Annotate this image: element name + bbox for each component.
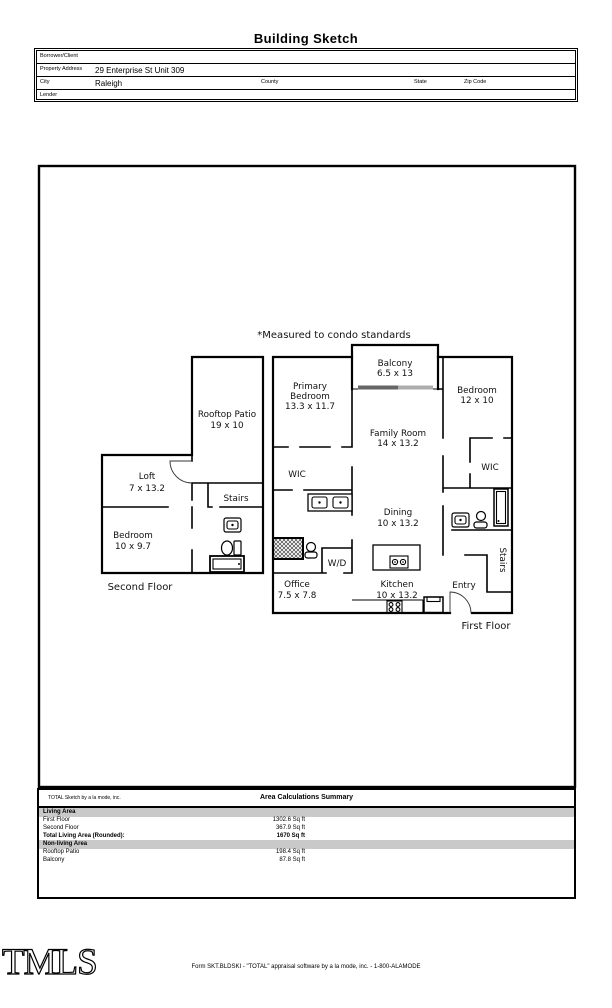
- room-dims-office: 7.5 x 7.8: [278, 591, 317, 601]
- zip-label: Zip Code: [464, 79, 487, 85]
- area-calculations-table: TOTAL Sketch by a la mode, inc. Area Cal…: [37, 788, 576, 899]
- tmls-watermark: TMLS: [1, 941, 98, 983]
- room-dims-balcony: 6.5 x 13: [377, 369, 413, 379]
- row-value-balcony: 87.8 Sq ft: [279, 857, 305, 864]
- property-address-value: 29 Enterprise St Unit 309: [95, 65, 185, 75]
- borrower-label: Borrower/Client: [40, 53, 78, 59]
- kitchen-island-icon: [372, 544, 421, 571]
- property-address-label: Property Address: [40, 66, 83, 72]
- room-dims-bedroom-right: 12 x 10: [460, 396, 494, 406]
- row-label-first-floor: First Floor: [43, 817, 70, 823]
- room-label-rooftop-patio: Rooftop Patio: [198, 410, 256, 420]
- refrigerator-icon: [423, 596, 444, 614]
- room-label-office: Office: [284, 580, 310, 590]
- page-title: Building Sketch: [253, 31, 359, 46]
- room-label-primary-bedroom: Primary: [293, 382, 327, 392]
- area-table-header: TOTAL Sketch by a la mode, inc. Area Cal…: [39, 790, 574, 808]
- first-floor-interior-walls-left: [272, 388, 353, 574]
- row-value-second-floor: 367.9 Sq ft: [275, 824, 305, 831]
- non-living-area-header-label: Non-living Area: [43, 841, 88, 848]
- shower-stall-icon: [493, 488, 509, 527]
- second-floor-interior-walls: [101, 454, 264, 574]
- kitchen-counter-line: [352, 599, 424, 613]
- table-row-total: Total Living Area (Rounded): 1670 Sq ft: [39, 833, 574, 841]
- first-floor-outline: [271, 355, 514, 615]
- county-label: County: [261, 79, 279, 85]
- room-label-entry: Entry: [452, 581, 475, 591]
- sketch-border: [37, 164, 577, 789]
- shower-icon: [272, 537, 304, 560]
- row-label-rooftop-patio: Rooftop Patio: [43, 849, 80, 856]
- balcony-walls: [350, 343, 440, 391]
- room-label-bedroom-second: Bedroom: [113, 531, 153, 541]
- range-icon: [386, 600, 403, 614]
- room-label-bedroom-right: Bedroom: [457, 386, 497, 396]
- row-value-first-floor: 1302.6 Sq ft: [272, 817, 305, 823]
- section-header-non-living-area: Non-living Area: [39, 840, 574, 850]
- room-label-balcony: Balcony: [378, 359, 413, 369]
- toilet-icon: [220, 540, 242, 556]
- room-labels: Balcony 6.5 x 13 Primary Bedroom 13.3 x …: [108, 359, 512, 632]
- floor-label-second: Second Floor: [108, 582, 174, 593]
- room-dims-loft: 7 x 13.2: [129, 484, 165, 494]
- room-dims-dining: 10 x 13.2: [377, 519, 419, 529]
- property-info-table: Borrower/Client Property Address 29 Ente…: [34, 48, 578, 102]
- first-floor-plan: [271, 343, 514, 615]
- toilet-icon: [304, 541, 318, 559]
- room-label-laundry: W/D: [328, 559, 347, 569]
- room-label-primary-bedroom-2: Bedroom: [290, 392, 330, 402]
- room-label-family-room: Family Room: [370, 429, 426, 439]
- floor-label-first: First Floor: [461, 621, 511, 632]
- row-value-total-living-area: 1670 Sq ft: [276, 832, 305, 839]
- form-row-address: Property Address 29 Enterprise St Unit 3…: [37, 64, 575, 77]
- second-floor-plan: [100, 355, 265, 575]
- room-label-stairs-first: Stairs: [497, 547, 507, 572]
- double-vanity-icon: [307, 493, 353, 512]
- form-footer: Form SKT.BLDSKI - "TOTAL" appraisal soft…: [191, 964, 421, 970]
- room-label-dining: Dining: [384, 508, 412, 518]
- first-floor-interior-walls-right: [437, 356, 513, 593]
- row-label-balcony: Balcony: [43, 857, 65, 864]
- room-dims-primary-bedroom: 13.3 x 11.7: [285, 402, 335, 412]
- sliding-door-track: [398, 385, 433, 390]
- table-row: Balcony 87.8 Sq ft: [39, 857, 574, 865]
- patio-door-arc: [169, 460, 193, 484]
- room-label-loft: Loft: [139, 472, 156, 482]
- state-label: State: [414, 79, 427, 85]
- row-value-rooftop-patio: 198.4 Sq ft: [275, 849, 305, 856]
- sliding-door-icon: [358, 385, 398, 390]
- toilet-icon: [473, 510, 488, 529]
- entry-door-arc: [449, 591, 472, 614]
- city-value: Raleigh: [95, 78, 123, 88]
- table-row: First Floor 1302.6 Sq ft: [39, 817, 574, 825]
- form-row-borrower: Borrower/Client: [37, 51, 575, 64]
- living-area-header-label: Living Area: [43, 809, 76, 815]
- lender-label: Lender: [40, 92, 58, 98]
- measurement-note: *Measured to condo standards: [257, 330, 410, 341]
- city-label: City: [40, 79, 50, 85]
- room-label-wic-left: WIC: [288, 470, 305, 480]
- row-label-total-living-area: Total Living Area (Rounded):: [43, 832, 125, 839]
- bathroom-sink-icon: [451, 512, 470, 528]
- row-label-second-floor: Second Floor: [43, 824, 79, 831]
- room-dims-rooftop-patio: 19 x 10: [210, 421, 244, 431]
- room-label-stairs-second: Stairs: [223, 494, 248, 504]
- table-row: Second Floor 367.9 Sq ft: [39, 825, 574, 833]
- table-row: Rooftop Patio 198.4 Sq ft: [39, 849, 574, 857]
- form-row-city: City Raleigh County State Zip Code: [37, 77, 575, 90]
- room-label-kitchen: Kitchen: [380, 580, 413, 590]
- room-dims-kitchen: 10 x 13.2: [376, 591, 418, 601]
- room-label-wic-right: WIC: [481, 463, 498, 473]
- area-summary-title: Area Calculations Summary: [260, 794, 353, 801]
- bathtub-icon: [209, 555, 245, 573]
- sketch-vendor-label: TOTAL Sketch by a la mode, inc.: [48, 795, 121, 801]
- form-row-lender: Lender: [37, 90, 575, 102]
- bathroom-sink-icon: [223, 517, 242, 533]
- section-header-living-area: Living Area: [39, 808, 574, 817]
- room-dims-bedroom-second: 10 x 9.7: [115, 542, 151, 552]
- room-dims-family-room: 14 x 13.2: [377, 439, 419, 449]
